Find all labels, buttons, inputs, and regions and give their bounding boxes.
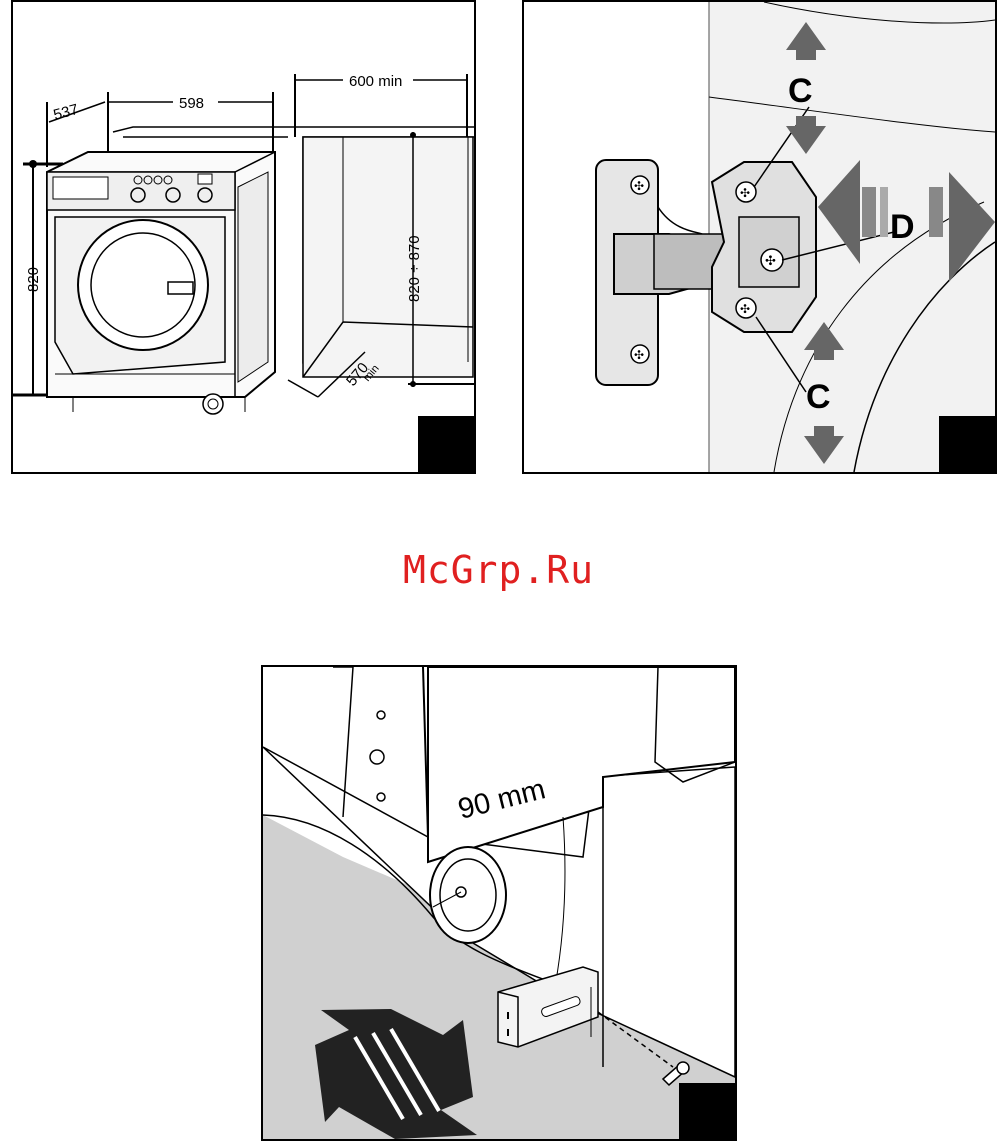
hinge-illustration: ✣ ✣ ✣ ✣ ✣ C D C — [524, 2, 995, 472]
bracket-illustration: 90 mm — [263, 667, 735, 1139]
bracket-mounting-panel: 90 mm — [261, 665, 737, 1141]
corner-marker — [418, 416, 474, 472]
niche-width-label: 600 min — [349, 73, 402, 90]
niche-height-label: 820 ÷ 870 — [406, 235, 423, 302]
watermark: McGrp.Ru — [0, 548, 997, 592]
width-dimension-label: 598 — [179, 95, 204, 112]
adjust-d-label: D — [890, 208, 915, 246]
svg-text:✣: ✣ — [634, 348, 644, 362]
svg-text:✣: ✣ — [740, 186, 750, 200]
adjust-c-top-label: C — [788, 72, 813, 110]
svg-text:✣: ✣ — [765, 253, 776, 268]
depth-dimension-label: 537 — [52, 101, 81, 124]
corner-marker — [679, 1083, 735, 1139]
corner-marker — [939, 416, 995, 472]
svg-text:✣: ✣ — [634, 179, 644, 193]
height-dimension-label: 820 — [25, 267, 42, 292]
dimensions-illustration: 537 598 600 min 820 820 ÷ 870 570 min — [13, 2, 474, 472]
hinge-adjustment-panel: ✣ ✣ ✣ ✣ ✣ C D C — [522, 0, 997, 474]
dimensions-panel: 537 598 600 min 820 820 ÷ 870 570 min — [11, 0, 476, 474]
adjust-c-bottom-label: C — [806, 378, 831, 416]
svg-text:✣: ✣ — [740, 302, 750, 316]
